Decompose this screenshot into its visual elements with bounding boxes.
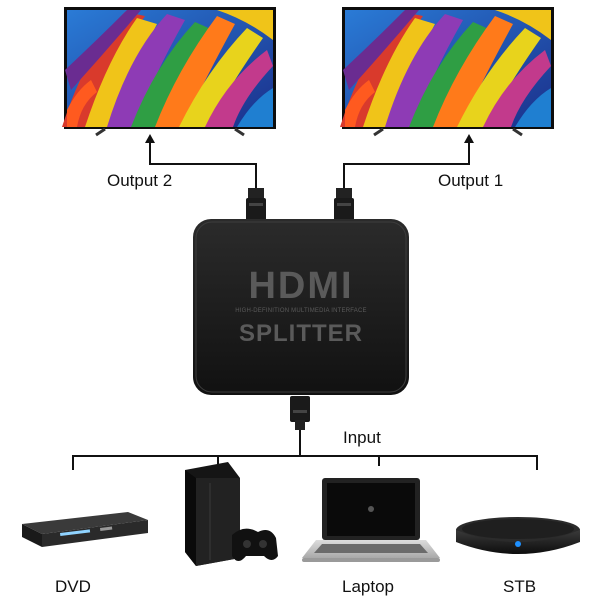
hdmi-logo-text: HDMI	[248, 265, 354, 307]
device-label-laptop: Laptop	[342, 577, 394, 596]
input-connection-lines	[72, 430, 538, 470]
hdmi-logo-subtitle: HIGH-DEFINITION MULTIMEDIA INTERFACE	[235, 308, 367, 314]
output-2-label: Output 2	[107, 171, 173, 190]
hdmi-plug-output-2	[246, 188, 266, 224]
hdmi-splitter-box	[193, 219, 409, 395]
input-label: Input	[343, 428, 381, 447]
device-label-dvd: DVD	[55, 577, 91, 596]
game-console-icon	[185, 462, 278, 566]
output-1-label: Output 1	[438, 171, 504, 190]
set-top-box-icon	[456, 517, 580, 554]
splitter-name-text: SPLITTER	[238, 320, 363, 347]
hdmi-plug-output-1	[334, 188, 354, 224]
arrow-up-icon	[145, 134, 155, 143]
laptop-icon	[302, 478, 440, 562]
hdmi-plug-input	[290, 396, 310, 430]
device-label-stb: STB	[503, 577, 537, 596]
output-connection-lines	[149, 140, 470, 192]
arrow-up-icon	[464, 134, 474, 143]
dvd-player-icon	[22, 512, 148, 547]
tv-output-1	[340, 7, 554, 137]
tv-output-2	[62, 7, 276, 137]
